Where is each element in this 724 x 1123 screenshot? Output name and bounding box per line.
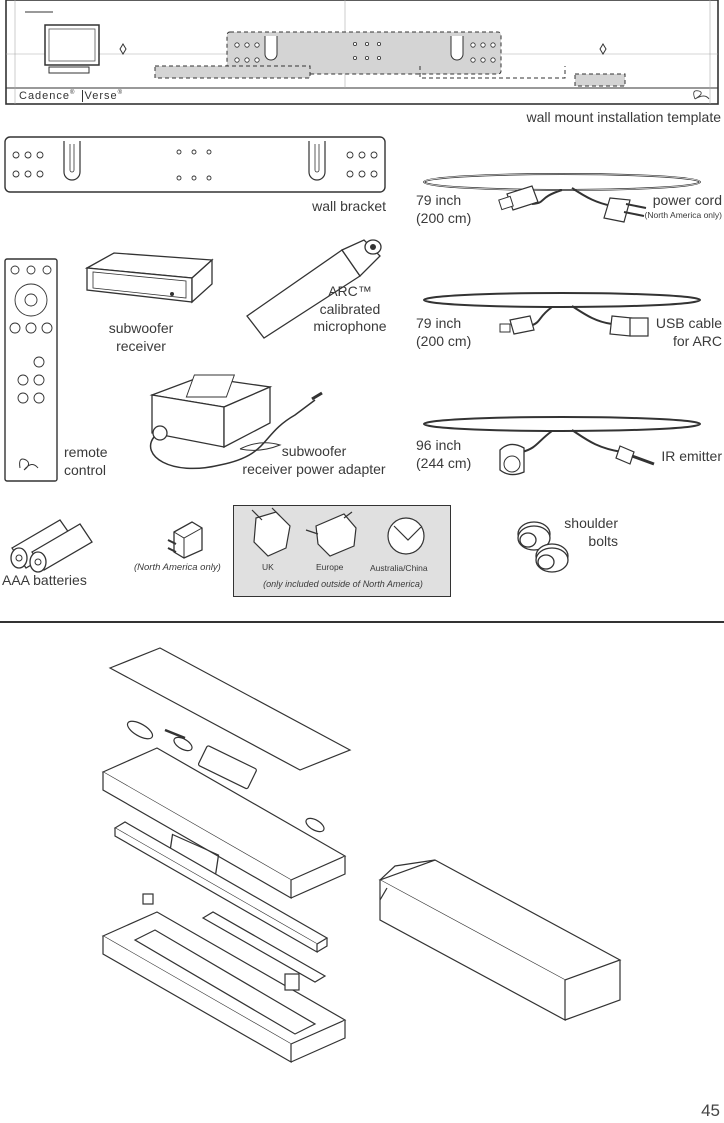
- subwoofer-receiver-caption: subwoofer receiver: [104, 320, 178, 355]
- ir-emitter-length-cm: (244 cm): [416, 454, 472, 471]
- microphone-caption: ARC™ calibrated microphone: [308, 283, 392, 336]
- remote-line1: remote: [64, 444, 108, 460]
- shoulder-bolts-drawing: [517, 521, 569, 573]
- remote-line2: control: [64, 461, 107, 478]
- batteries-drawing: [10, 519, 93, 573]
- power-adapter-line2: receiver power adapter: [242, 460, 386, 477]
- template-caption: wall mount installation template: [526, 109, 721, 125]
- usb-cable-length: 79 inch (200 cm): [416, 315, 471, 350]
- page-number: 45: [701, 1101, 720, 1120]
- microphone-drawing: [246, 239, 382, 339]
- intl-plugs-note: (only included outside of North America): [263, 579, 423, 589]
- power-cord-drawing: [423, 173, 701, 223]
- wall-bracket-drawing: [4, 136, 386, 193]
- remote-caption: remote control: [64, 444, 108, 479]
- template-drawing: [5, 0, 719, 105]
- microphone-line1: ARC™: [328, 283, 372, 299]
- subwoofer-receiver-line1: subwoofer: [108, 320, 174, 336]
- power-adapter-drawing: [149, 374, 323, 470]
- brand-right: Verse: [84, 90, 118, 102]
- usb-cable-length-in: 79 inch: [416, 315, 462, 331]
- power-cord-label: power cord (North America only): [645, 192, 722, 220]
- ir-emitter-length: 96 inch (244 cm): [416, 437, 471, 472]
- power-cord-note: (North America only): [644, 209, 722, 220]
- section-divider: [0, 621, 724, 623]
- power-adapter-caption: subwoofer receiver power adapter: [236, 443, 392, 478]
- packaging-diagram: [101, 647, 622, 1064]
- microphone-line2: calibrated: [319, 300, 381, 317]
- na-plug-drawing: [167, 521, 203, 559]
- remote-control-drawing: [4, 258, 58, 482]
- plug-europe-label: Europe: [316, 562, 344, 572]
- power-adapter-line1: subwoofer: [281, 443, 347, 459]
- microphone-line3: microphone: [313, 318, 387, 334]
- shoulder-bolts-caption: shoulder bolts: [540, 515, 618, 550]
- usb-cable-drawing: [423, 292, 701, 337]
- usb-cable-label: USB cable for ARC: [656, 315, 722, 350]
- brand-left: Cadence: [19, 90, 71, 102]
- na-plug-note: (North America only): [134, 562, 221, 573]
- ir-emitter-length-in: 96 inch: [416, 437, 462, 453]
- power-cord-name: power cord: [652, 192, 722, 208]
- template-brand: Cadence® Verse®: [19, 90, 124, 102]
- usb-cable-length-cm: (200 cm): [416, 332, 472, 349]
- usb-cable-name2: for ARC: [672, 332, 722, 349]
- subwoofer-receiver-drawing: [84, 252, 214, 304]
- intl-plugs-drawing: [251, 507, 425, 557]
- power-cord-length-cm: (200 cm): [416, 209, 472, 226]
- usb-cable-name1: USB cable: [655, 315, 722, 331]
- intl-plugs-box: UK Europe Australia/China (only included…: [233, 505, 451, 597]
- power-cord-length-in: 79 inch: [416, 192, 462, 208]
- batteries-caption: AAA batteries: [2, 572, 87, 588]
- ir-emitter-drawing: [423, 416, 701, 476]
- shoulder-bolts-line2: bolts: [588, 532, 618, 549]
- plug-uk-label: UK: [262, 562, 274, 572]
- wall-bracket-caption: wall bracket: [312, 198, 386, 214]
- ir-emitter-name: IR emitter: [661, 448, 722, 464]
- power-cord-length: 79 inch (200 cm): [416, 192, 471, 227]
- subwoofer-receiver-line2: receiver: [116, 337, 166, 354]
- plug-australia-label: Australia/China: [370, 563, 428, 573]
- shoulder-bolts-line1: shoulder: [564, 515, 618, 531]
- installation-template: Cadence® Verse®: [5, 0, 719, 105]
